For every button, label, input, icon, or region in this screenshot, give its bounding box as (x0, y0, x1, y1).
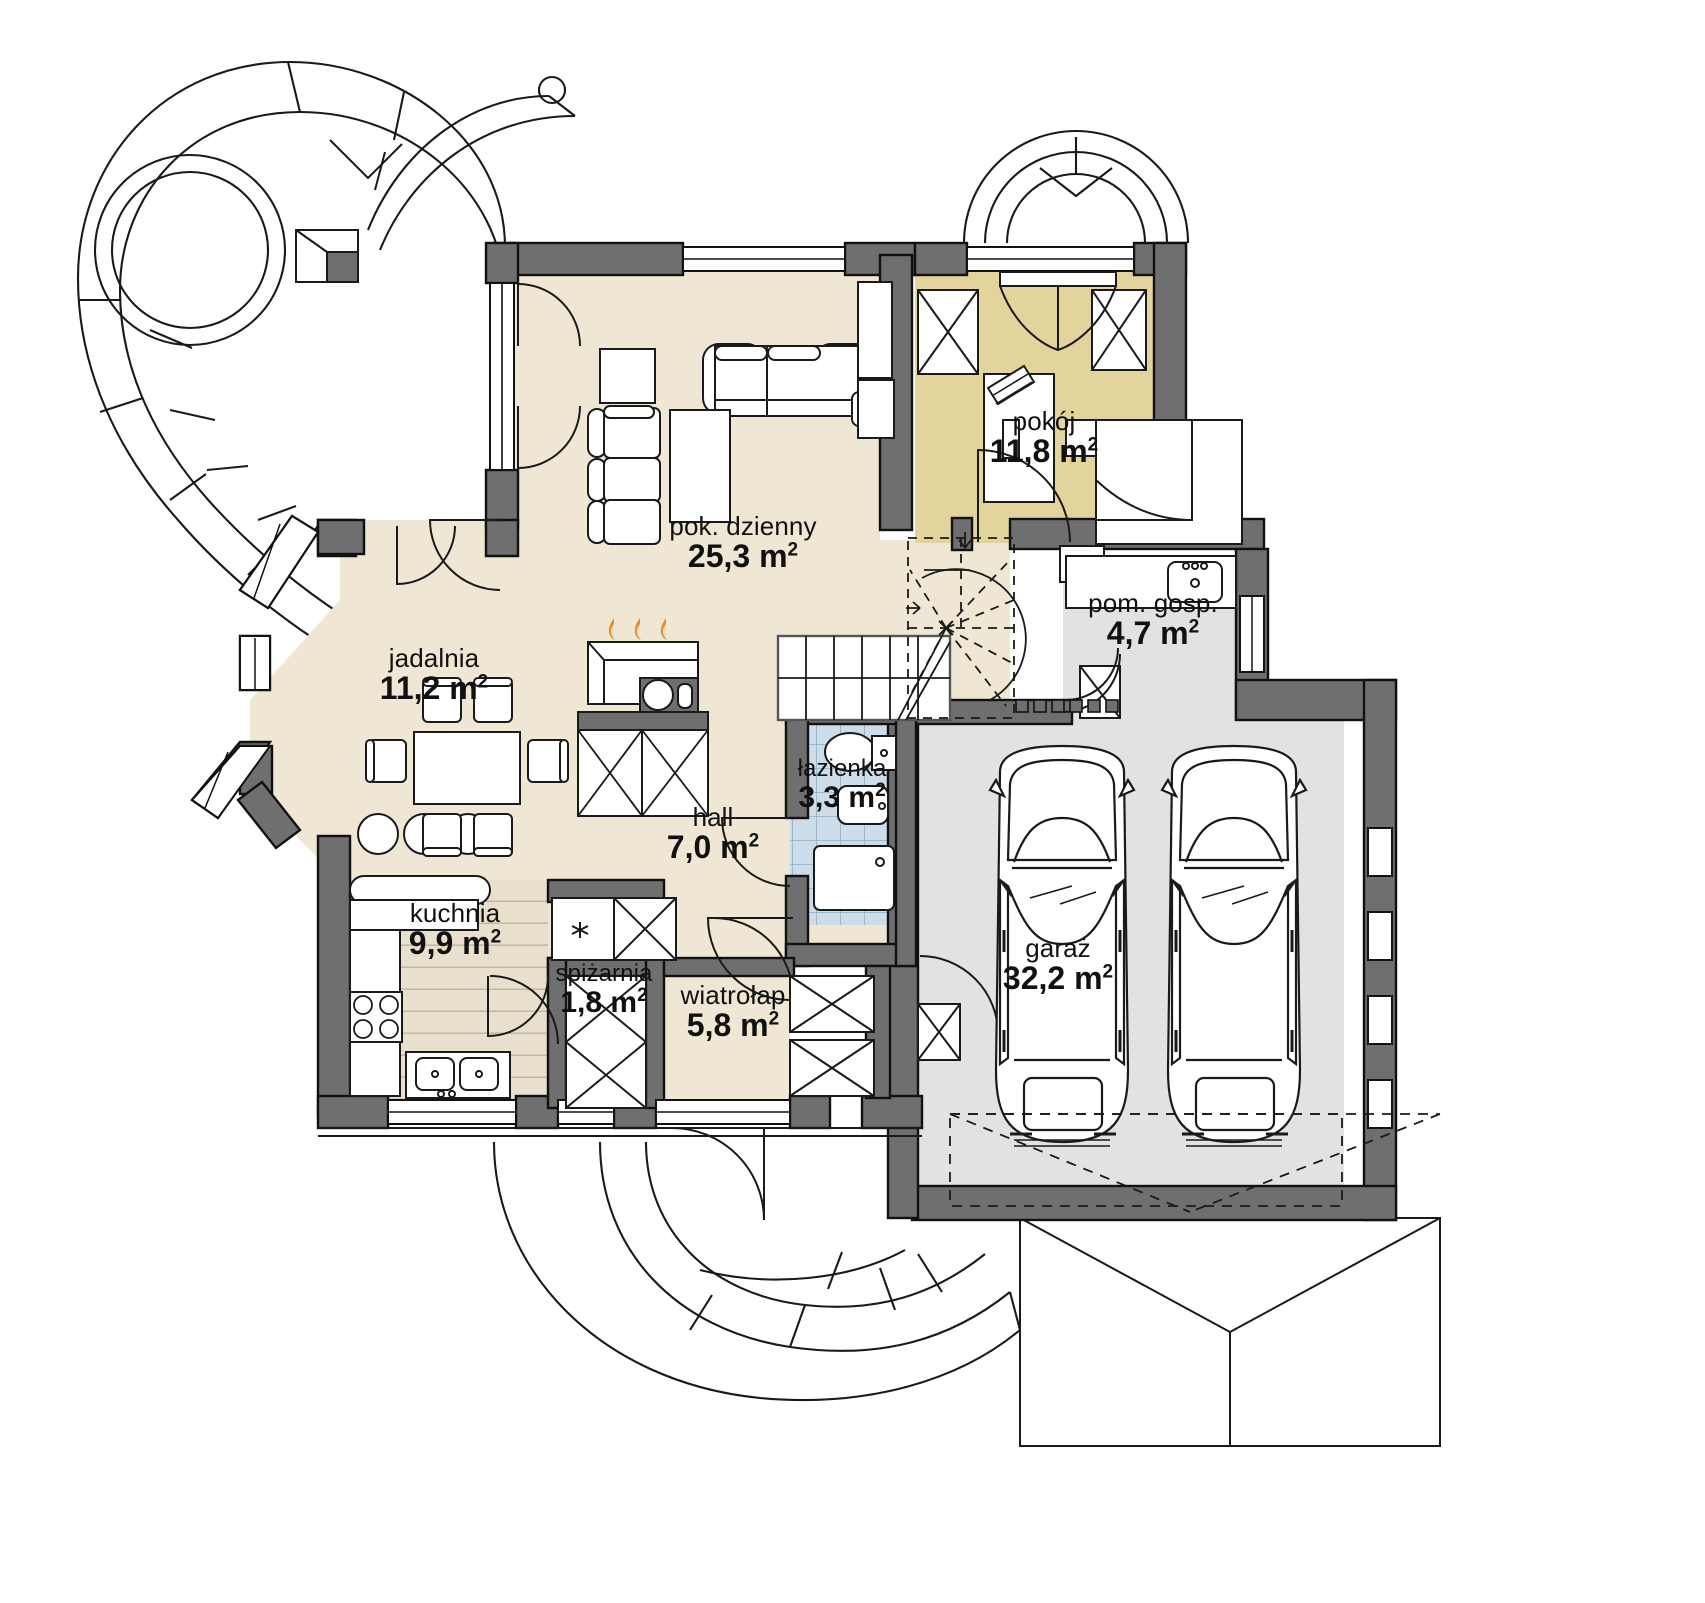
fireplace (577, 618, 709, 817)
garage-storage (917, 1003, 961, 1061)
flame-icon (608, 618, 667, 640)
garage-door-swing (949, 1113, 1441, 1213)
bathroom-fixtures (813, 732, 897, 911)
bedroom-door (977, 448, 1071, 543)
dining-set (365, 677, 569, 857)
staircase (776, 532, 1027, 722)
garage-roof-projection (1019, 1217, 1441, 1447)
kitchen-fixtures (349, 813, 511, 1099)
garage-car-left (988, 744, 1136, 1147)
pantry-shelves (565, 975, 647, 1109)
entry-closets (789, 975, 875, 1097)
bedroom-curtain (999, 271, 1117, 352)
garage-threshold-tiles (1015, 699, 1119, 713)
living-room-sofa-set (587, 343, 876, 545)
fridge (551, 897, 677, 961)
terrace-planter (295, 229, 359, 283)
living-side-furniture (851, 281, 895, 439)
terrace-paving-joints (329, 139, 403, 191)
windows (190, 246, 1393, 1129)
foundation-lines (318, 1127, 922, 1137)
terrace-door-arc-icon (367, 75, 576, 251)
garage-car-right (1160, 744, 1308, 1147)
utility-room-fixtures (1065, 555, 1237, 719)
terrace-entry-steps-bottom (492, 1141, 1022, 1402)
bedroom-furniture (917, 289, 1243, 583)
balcony-canopy-arc (962, 129, 1190, 244)
